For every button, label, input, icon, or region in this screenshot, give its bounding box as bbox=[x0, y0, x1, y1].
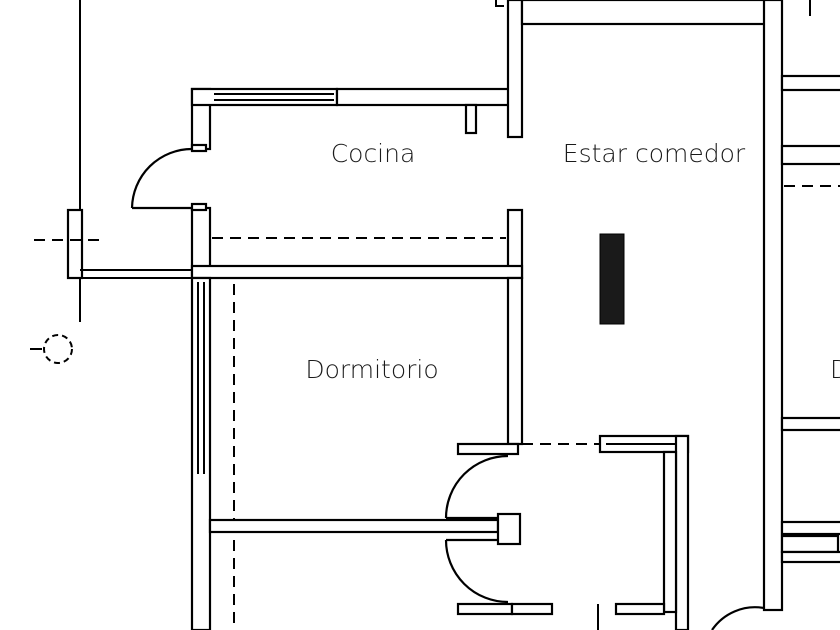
section-marker-icon bbox=[30, 334, 73, 364]
room-label-partial: D bbox=[830, 355, 840, 384]
living-walls bbox=[520, 0, 840, 612]
bedroom-door bbox=[444, 454, 509, 604]
kitchen-door bbox=[130, 143, 208, 212]
room-label-bedroom: Dormitorio bbox=[305, 355, 438, 384]
room-label-living-dining: Estar comedor bbox=[563, 139, 746, 168]
exterior-lines bbox=[34, 0, 192, 322]
room-label-kitchen: Cocina bbox=[331, 139, 416, 168]
top-fixture bbox=[495, 0, 811, 16]
kitchen-walls bbox=[190, 0, 524, 280]
hall-walls bbox=[456, 434, 690, 630]
bedroom-walls bbox=[190, 276, 524, 630]
entry-door bbox=[711, 606, 765, 630]
